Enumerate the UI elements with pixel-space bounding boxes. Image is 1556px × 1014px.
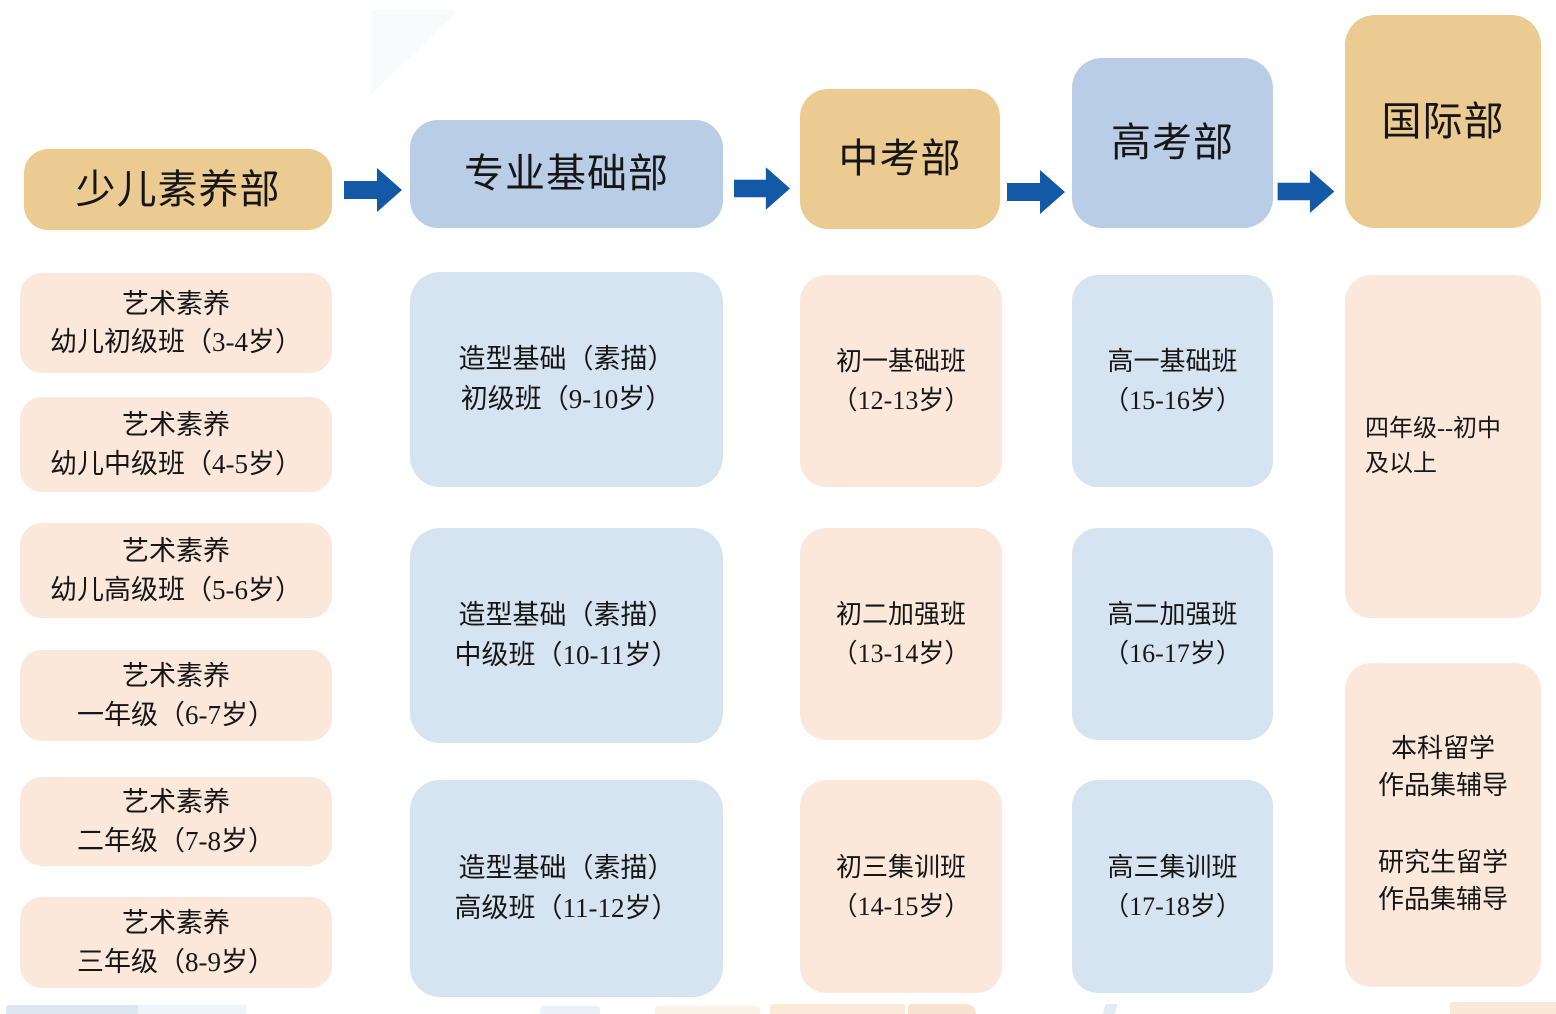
course-line: 幼儿初级班（3-4岁） bbox=[50, 327, 302, 357]
course-line: （15-16岁） bbox=[1103, 386, 1242, 415]
course-box: 艺术素养 幼儿中级班（4-5岁） bbox=[20, 397, 332, 492]
course-box: 艺术素养 三年级（8-9岁） bbox=[20, 897, 332, 988]
dept-header-label: 高考部 bbox=[1111, 120, 1234, 165]
course-line: 造型基础（素描） bbox=[458, 853, 675, 884]
arrow-right-icon bbox=[734, 166, 791, 211]
course-box: 艺术素养 一年级（6-7岁） bbox=[20, 650, 332, 741]
background-decoration bbox=[1102, 1004, 1118, 1014]
course-box: 艺术素养 幼儿初级班（3-4岁） bbox=[20, 273, 332, 373]
course-line: 幼儿中级班（4-5岁） bbox=[50, 448, 302, 479]
course-line: 作品集辅导 bbox=[1377, 884, 1508, 914]
course-box: 高一基础班 （15-16岁） bbox=[1072, 275, 1273, 487]
course-line: 造型基础（素描） bbox=[458, 344, 675, 375]
course-line: 高一基础班 bbox=[1107, 347, 1238, 376]
course-line: 高三集训班 bbox=[1107, 852, 1238, 882]
background-decoration bbox=[655, 1006, 760, 1014]
course-line: （17-18岁） bbox=[1103, 891, 1242, 921]
background-decoration bbox=[770, 1004, 905, 1014]
course-box: 造型基础（素描） 初级班（9-10岁） bbox=[410, 272, 723, 487]
arrow-right-icon bbox=[1277, 169, 1336, 214]
course-line: （13-14岁） bbox=[831, 639, 971, 668]
arrow-right-icon bbox=[344, 167, 403, 213]
course-box: 艺术素养 幼儿高级班（5-6岁） bbox=[20, 523, 332, 618]
course-line: 艺术素养 bbox=[122, 661, 230, 692]
course-box: 造型基础（素描） 中级班（10-11岁） bbox=[410, 528, 723, 743]
course-line: 艺术素养 bbox=[122, 536, 230, 567]
course-line: 初三集训班 bbox=[835, 852, 966, 882]
course-line: 及以上 bbox=[1365, 450, 1437, 477]
dept-header-label: 中考部 bbox=[838, 136, 962, 181]
course-line: 本科留学 bbox=[1390, 734, 1495, 764]
course-line: 四年级--初中 bbox=[1365, 415, 1501, 442]
course-line: （12-13岁） bbox=[831, 386, 971, 415]
course-box: 高三集训班 （17-18岁） bbox=[1072, 780, 1273, 993]
course-line: （14-15岁） bbox=[831, 891, 971, 921]
gaokao-dept-header: 高考部 bbox=[1072, 58, 1273, 228]
course-line: 二年级（7-8岁） bbox=[77, 825, 275, 856]
course-box: 四年级--初中 及以上 bbox=[1345, 275, 1541, 618]
background-decoration bbox=[371, 10, 459, 95]
arrow-right-icon bbox=[1007, 169, 1066, 215]
background-decoration bbox=[1450, 1002, 1556, 1014]
background-decoration bbox=[138, 1005, 246, 1014]
course-line: （16-17岁） bbox=[1103, 639, 1242, 668]
zhongkao-dept-header: 中考部 bbox=[800, 89, 1000, 229]
course-line: 造型基础（素描） bbox=[458, 600, 675, 631]
international-dept-header: 国际部 bbox=[1345, 15, 1541, 228]
course-line: 三年级（8-9岁） bbox=[77, 946, 275, 977]
course-line: 幼儿高级班（5-6岁） bbox=[50, 574, 302, 605]
course-line: 中级班（10-11岁） bbox=[454, 639, 679, 670]
dept-header-label: 专业基础部 bbox=[464, 151, 669, 196]
course-line: 一年级（6-7岁） bbox=[77, 699, 275, 730]
course-line: 初二加强班 bbox=[835, 600, 966, 629]
course-box: 初三集训班 （14-15岁） bbox=[800, 780, 1002, 993]
dept-header-label: 少儿素养部 bbox=[75, 166, 281, 212]
course-line: 艺术素养 bbox=[122, 787, 230, 818]
course-line: 初一基础班 bbox=[835, 347, 966, 376]
course-line: 艺术素养 bbox=[122, 288, 230, 319]
course-box: 造型基础（素描） 高级班（11-12岁） bbox=[410, 780, 723, 997]
course-box: 初二加强班 （13-14岁） bbox=[800, 528, 1002, 740]
course-line: 初级班（9-10岁） bbox=[460, 383, 673, 414]
children-dept-header: 少儿素养部 bbox=[24, 149, 332, 230]
course-line: 高级班（11-12岁） bbox=[454, 892, 679, 923]
course-line: 艺术素养 bbox=[122, 410, 230, 441]
background-decoration bbox=[908, 1004, 976, 1014]
course-box: 本科留学 作品集辅导 研究生留学 作品集辅导 bbox=[1345, 663, 1541, 987]
course-line: 作品集辅导 bbox=[1377, 771, 1508, 801]
dept-header-label: 国际部 bbox=[1381, 98, 1505, 144]
course-line: 艺术素养 bbox=[122, 908, 230, 939]
professional-foundation-dept-header: 专业基础部 bbox=[410, 120, 723, 228]
background-decoration bbox=[540, 1006, 600, 1014]
course-box: 高二加强班 （16-17岁） bbox=[1072, 528, 1273, 740]
course-line: 研究生留学 bbox=[1377, 848, 1508, 877]
course-box: 艺术素养 二年级（7-8岁） bbox=[20, 777, 332, 866]
course-line: 高二加强班 bbox=[1107, 600, 1238, 629]
background-decoration bbox=[6, 1005, 138, 1014]
course-box: 初一基础班 （12-13岁） bbox=[800, 275, 1002, 487]
